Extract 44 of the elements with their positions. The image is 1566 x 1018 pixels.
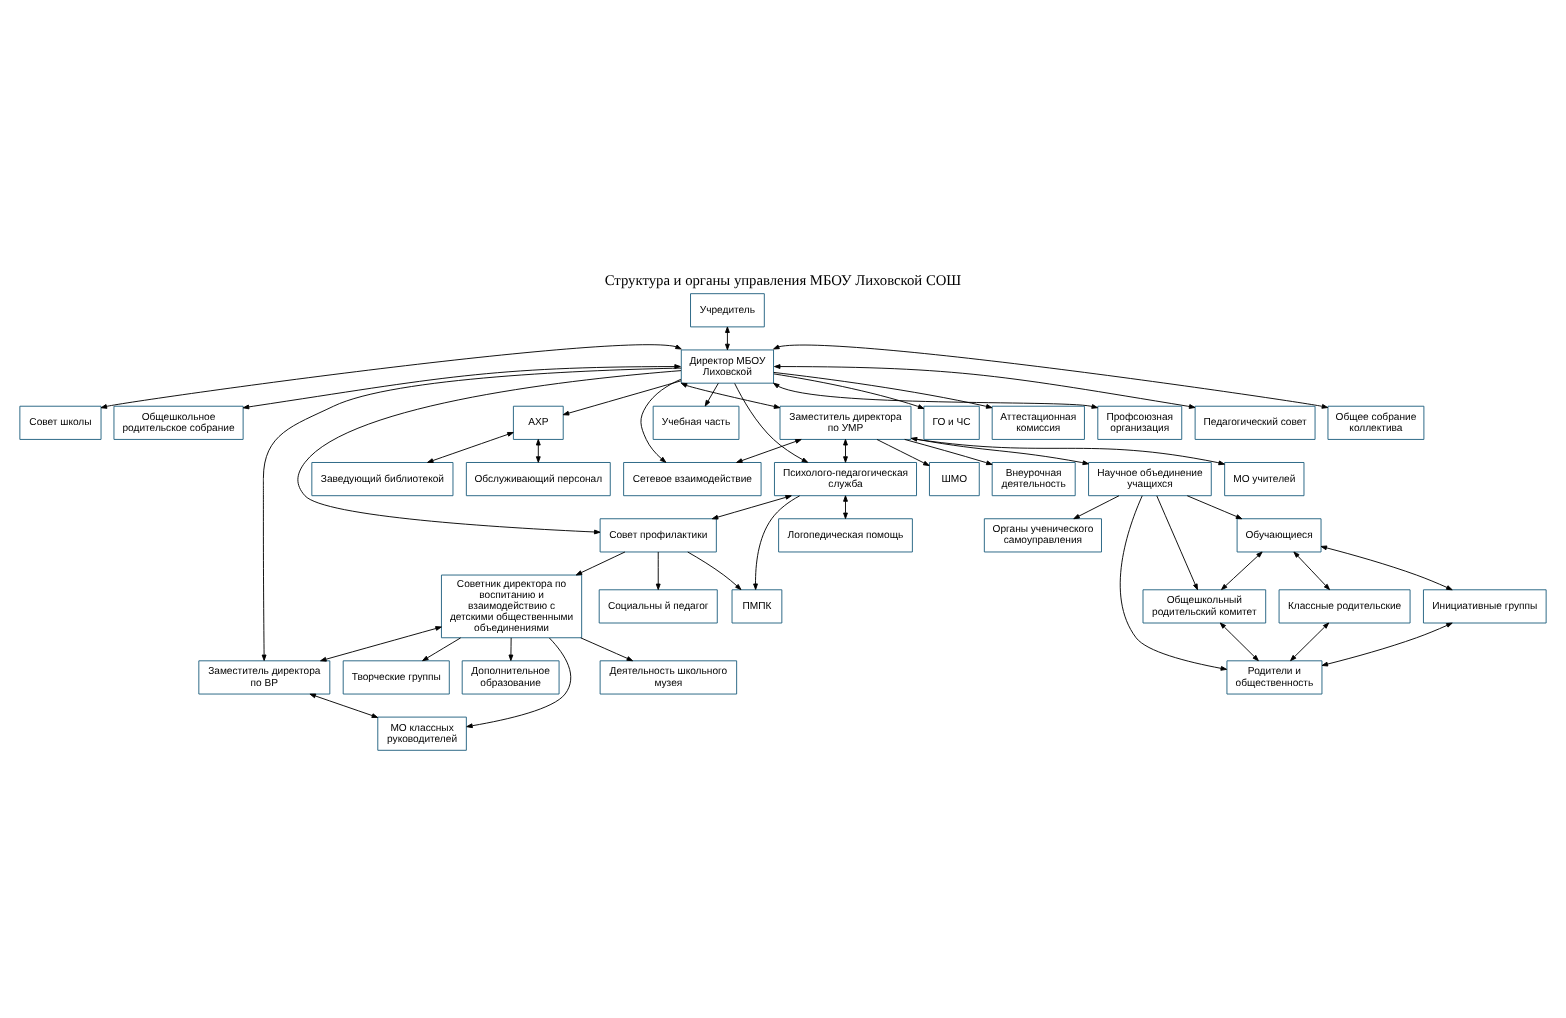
arrow xyxy=(843,494,848,518)
arrow xyxy=(876,438,930,466)
arrow xyxy=(1186,494,1243,519)
arrow xyxy=(1221,550,1263,590)
arrow xyxy=(904,438,993,465)
arrow xyxy=(1219,621,1259,661)
arrow xyxy=(1156,494,1198,590)
arrow xyxy=(640,377,682,462)
arrow xyxy=(427,431,514,462)
arrow xyxy=(261,366,682,660)
arrow xyxy=(580,636,634,661)
arrow xyxy=(297,369,682,534)
arrow xyxy=(1073,494,1120,519)
arrow xyxy=(1321,621,1453,666)
arrow xyxy=(773,370,993,408)
arrow xyxy=(711,494,792,519)
arrow xyxy=(734,381,809,462)
arrow xyxy=(753,494,801,589)
arrow xyxy=(704,381,719,406)
arrow xyxy=(773,343,1329,408)
arrow xyxy=(575,550,626,575)
arrow xyxy=(562,379,682,415)
arrow xyxy=(320,625,442,661)
arrow xyxy=(1320,544,1453,590)
arrow xyxy=(725,325,730,350)
arrow xyxy=(100,343,682,408)
arrow xyxy=(466,636,572,728)
arrow xyxy=(773,372,925,408)
arrow xyxy=(680,381,781,408)
arrow xyxy=(687,550,742,590)
arrow xyxy=(774,363,1196,408)
diagram-title: Структура и органы управления МБОУ Лиховской СОШ xyxy=(604,270,962,289)
arrow xyxy=(508,636,514,660)
arrow xyxy=(242,363,681,409)
arrow xyxy=(655,550,661,590)
arrow xyxy=(736,438,802,462)
arrow xyxy=(422,636,462,661)
arrow xyxy=(1293,550,1330,590)
arrow xyxy=(1119,494,1228,670)
arrow xyxy=(843,438,848,462)
arrow xyxy=(309,692,379,717)
arrow xyxy=(535,438,541,462)
arrow xyxy=(773,381,1098,408)
arrow xyxy=(1290,621,1330,661)
